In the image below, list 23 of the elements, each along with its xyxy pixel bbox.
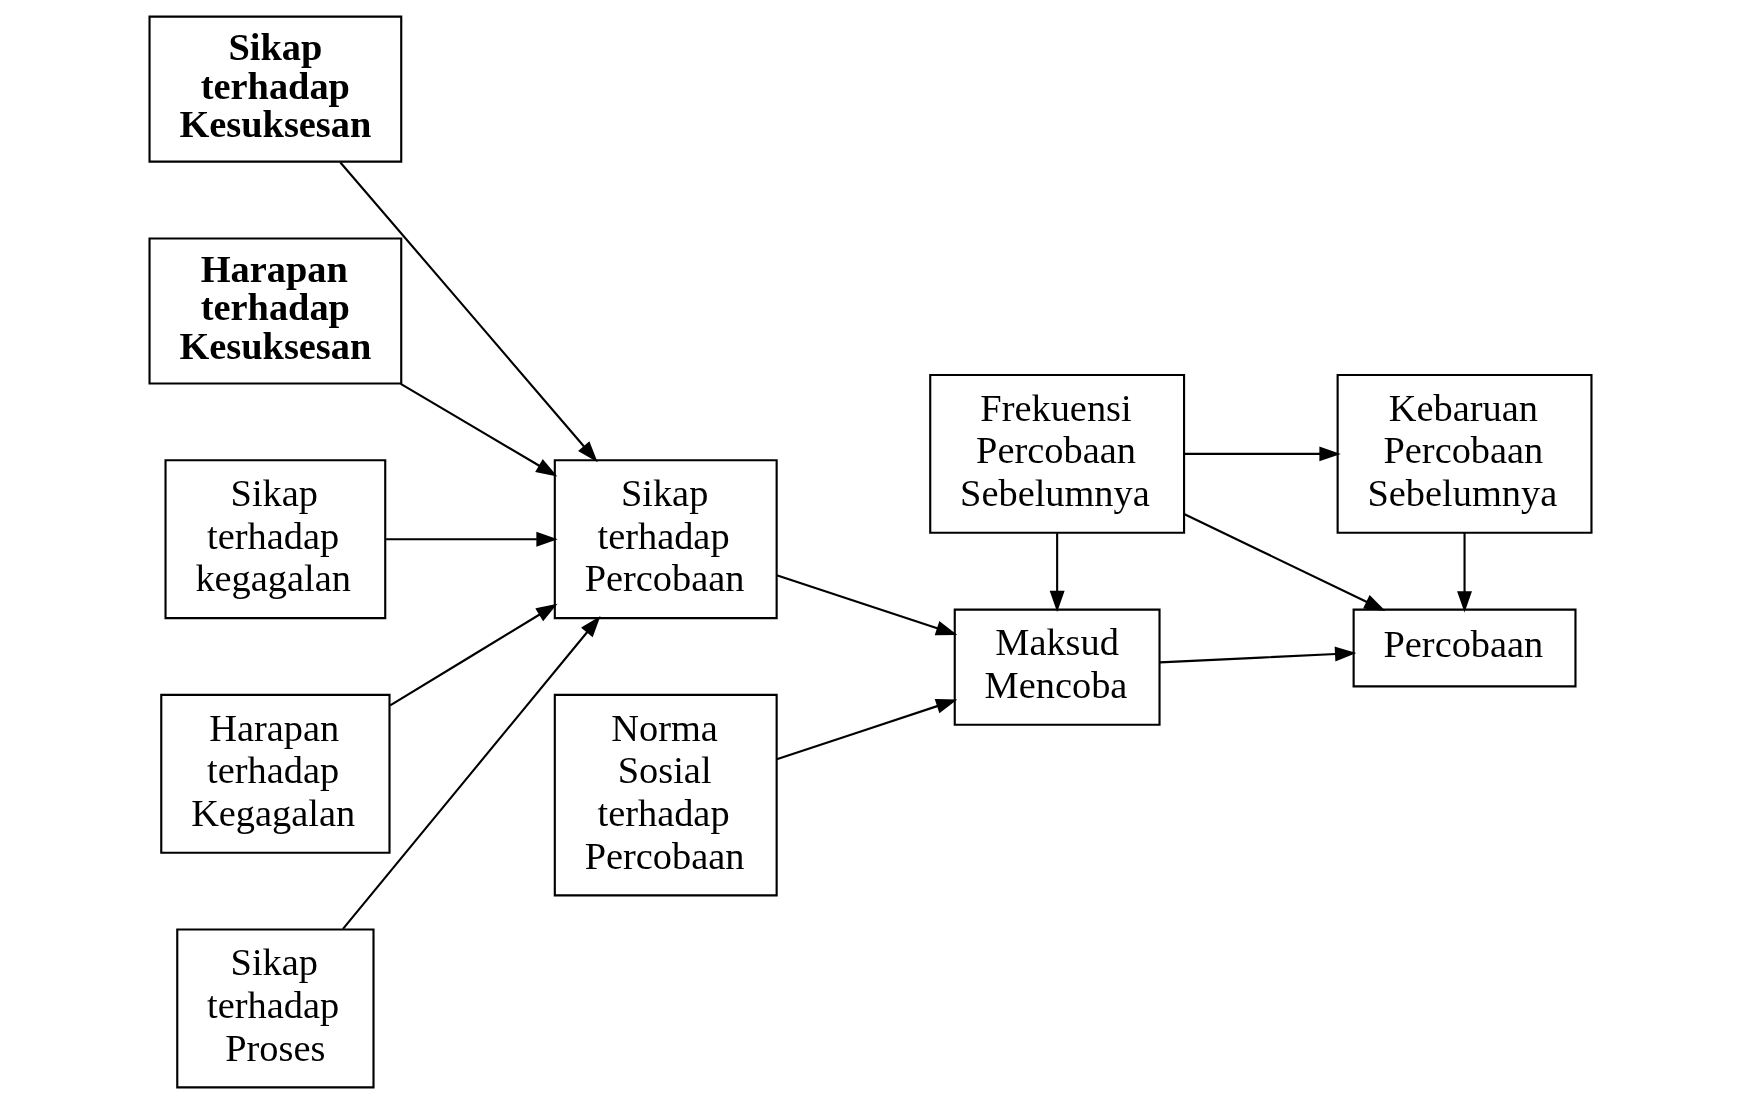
arrow <box>339 161 598 463</box>
arrow <box>1457 532 1473 613</box>
arrow <box>1184 446 1341 462</box>
arrow <box>776 574 958 636</box>
node-box: Percobaan <box>1352 608 1577 688</box>
arrow <box>386 531 558 547</box>
arrow <box>342 615 601 930</box>
arrow <box>1183 513 1386 611</box>
arrow <box>389 603 558 707</box>
arrow <box>1049 533 1065 613</box>
arrow <box>1159 646 1357 664</box>
arrow <box>776 699 958 761</box>
node-box: Sikap terhadap Percobaan <box>553 459 778 620</box>
node-box: Maksud Mencoba <box>953 608 1161 726</box>
node-box: Harapan terhadap Kesuksesan <box>148 237 403 385</box>
node-box: Sikap terhadap kegagalan <box>164 459 387 620</box>
node-box: Frekuensi Percobaan Sebelumnya <box>929 373 1186 534</box>
arrow <box>400 382 558 477</box>
node-box: Kebaruan Percobaan Sebelumnya <box>1336 373 1593 534</box>
node-box: Sikap terhadap Proses <box>176 928 375 1089</box>
node-box: Norma Sosial terhadap Percobaan <box>553 693 778 897</box>
node-box: Sikap terhadap Kesuksesan <box>148 15 403 163</box>
node-box: Harapan terhadap Kegagalan <box>160 693 391 854</box>
